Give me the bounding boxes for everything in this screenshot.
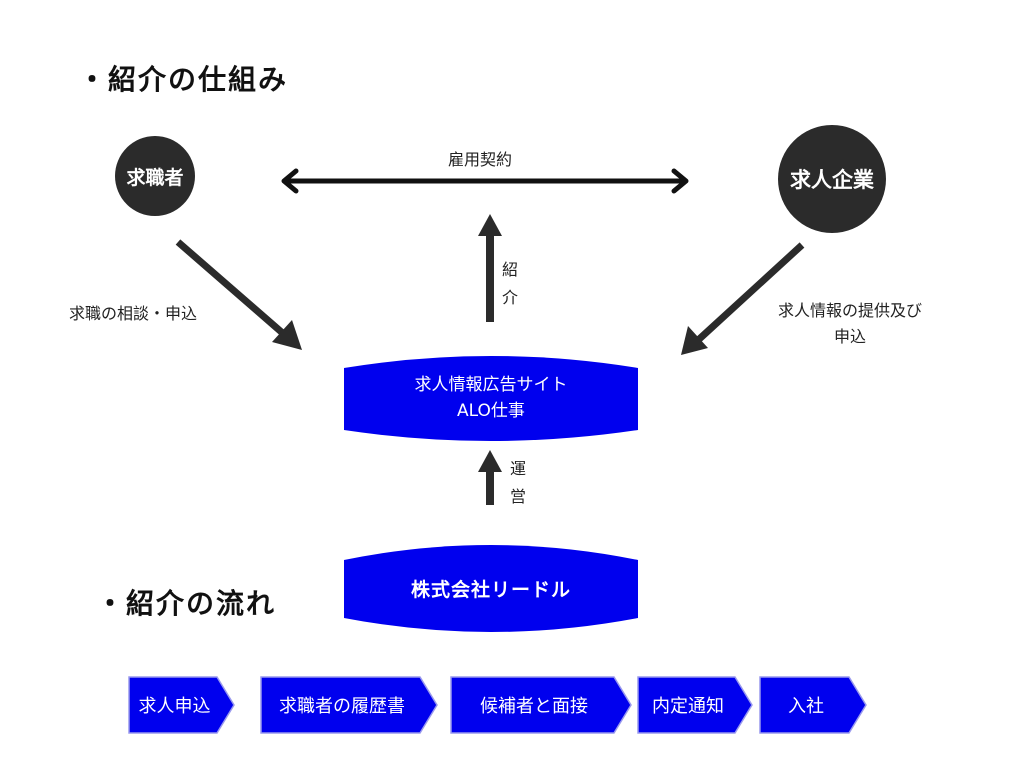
operator-banner-shape <box>344 545 638 632</box>
flow-step: 求職者の履歴書 <box>260 676 438 734</box>
flow-step: 候補者と面接 <box>450 676 632 734</box>
flow-step: 内定通知 <box>637 676 753 734</box>
flow-step-label: 内定通知 <box>652 696 724 717</box>
node-hiring-company: 求人企業 <box>778 125 886 233</box>
flow-step-shape <box>128 676 235 734</box>
operator-name: 株式会社リードル <box>410 578 571 601</box>
flow-step-shape <box>260 676 438 734</box>
job-site-banner: 求人情報広告サイト ALO仕事 <box>344 360 638 436</box>
label-introduction-char: 紹 <box>501 260 518 279</box>
flow-step: 入社 <box>759 676 867 734</box>
heading-flow: ・紹介の流れ <box>96 587 277 620</box>
site-banner-shape <box>344 356 638 441</box>
label-operation-char: 営 <box>509 487 526 506</box>
node-job-seeker-label: 求職者 <box>126 166 184 189</box>
node-job-seeker: 求職者 <box>115 136 195 216</box>
contract-double-arrow <box>281 168 689 194</box>
flow-step-label: 求職者の履歴書 <box>279 696 405 717</box>
label-operation: 運 営 <box>508 455 528 511</box>
flow-step-shape <box>759 676 867 734</box>
flow-step-label: 候補者と面接 <box>480 696 588 717</box>
job-site-name: ALO仕事 <box>457 401 525 421</box>
node-hiring-company-label: 求人企業 <box>790 168 874 192</box>
label-introduction-char: 介 <box>501 288 518 307</box>
job-site-title: 求人情報広告サイト <box>414 375 568 395</box>
label-seeker-to-site: 求職の相談・申込 <box>69 304 198 323</box>
flow-step-shape <box>637 676 753 734</box>
flow-step: 求人申込 <box>128 676 235 734</box>
flow-step-label: 入社 <box>788 696 824 717</box>
label-operation-char: 運 <box>509 459 526 478</box>
heading-mechanism: ・紹介の仕組み <box>78 63 289 96</box>
operation-arrow <box>478 450 502 505</box>
label-company-to-site: 求人情報の提供及び 申込 <box>752 298 948 350</box>
label-introduction: 紹 介 <box>500 256 520 312</box>
flow-step-label: 求人申込 <box>138 696 211 717</box>
label-company-to-site-line: 求人情報の提供及び <box>777 301 922 320</box>
label-company-to-site-line: 申込 <box>833 327 866 346</box>
seeker-to-site-arrow <box>175 239 302 350</box>
label-employment-contract: 雇用契約 <box>448 150 513 169</box>
flow-step-shape <box>450 676 632 734</box>
operator-banner: 株式会社リードル <box>344 548 638 628</box>
company-to-site-arrow <box>681 242 805 355</box>
introduction-arrow <box>478 214 502 322</box>
